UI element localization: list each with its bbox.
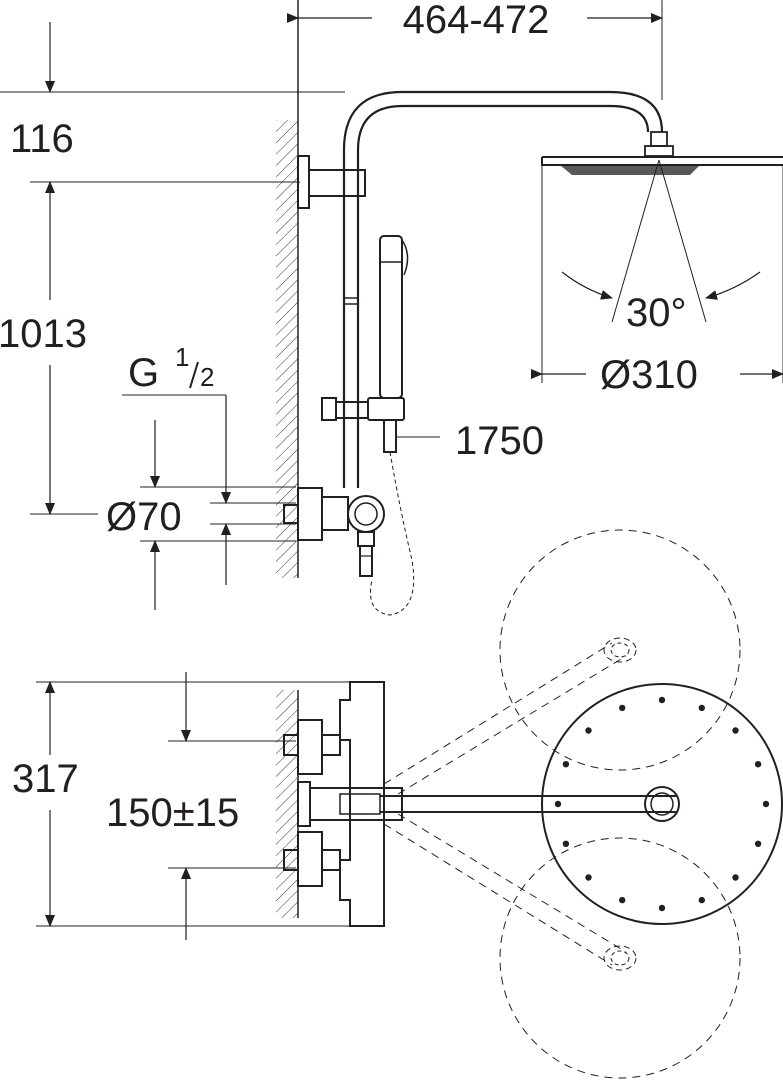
plan-view: 317 150±15	[12, 529, 783, 1079]
nozzle-dot	[585, 727, 592, 734]
top-offset-label: 116	[10, 117, 74, 161]
thread-numerator: 1	[175, 342, 189, 372]
riser-pipe	[342, 90, 664, 488]
nozzle-dot	[762, 800, 770, 808]
inlet-centers-dimension: 150±15	[106, 672, 296, 940]
nozzle-dot	[698, 704, 705, 712]
thermostat-valve-side	[283, 487, 385, 577]
nozzle-dot	[562, 840, 570, 847]
thread-g: G	[128, 351, 159, 395]
spray-nozzle-ring	[554, 696, 770, 912]
plan-width-dimension: 317	[12, 681, 380, 927]
flange-diameter-label: Ø70	[106, 495, 182, 539]
inlet-centers-label: 150±15	[106, 791, 239, 835]
plan-width-label: 317	[12, 757, 79, 801]
rail-length-label: 1750	[455, 419, 544, 463]
arm-swivel-positions	[383, 529, 741, 1079]
shower-head-plan	[541, 683, 783, 925]
nozzle-dot	[754, 761, 762, 768]
nozzle-dot	[658, 904, 666, 912]
nozzle-dot	[732, 727, 739, 734]
spray-angle-label: 30°	[626, 291, 687, 335]
nozzle-dot	[562, 761, 570, 768]
nozzle-dot	[619, 704, 626, 712]
arm-projection-dimension: 464-472	[287, 0, 663, 100]
height-dimensions: 116 1013	[0, 22, 345, 515]
nozzle-dot	[554, 800, 562, 808]
arm-projection-label: 464-472	[403, 0, 550, 42]
thermostat-valve-plan	[283, 681, 403, 927]
nozzle-dot	[585, 874, 592, 881]
nozzle-dot	[619, 896, 626, 904]
nozzle-dot	[658, 696, 666, 704]
flange-diameter-dimension: Ø70	[106, 420, 296, 610]
wall	[276, 0, 299, 578]
shower-arm-plan	[380, 786, 680, 822]
nozzle-dot	[698, 896, 705, 904]
overhead-shower-head: 30° Ø310	[531, 131, 783, 397]
nozzle-dot	[732, 874, 739, 881]
thread-size-label: G 1 2	[122, 342, 296, 585]
thread-denominator: 2	[200, 362, 214, 392]
riser-slider	[321, 397, 369, 421]
hand-shower: 1750	[367, 235, 544, 616]
height-to-valve-label: 1013	[0, 312, 87, 356]
head-diameter-label: Ø310	[600, 353, 698, 397]
plan-wall	[276, 690, 299, 918]
upper-wall-bracket	[297, 155, 366, 209]
nozzle-dot	[754, 840, 762, 847]
side-elevation-view: 464-472 116 1013 G 1 2	[0, 0, 783, 616]
